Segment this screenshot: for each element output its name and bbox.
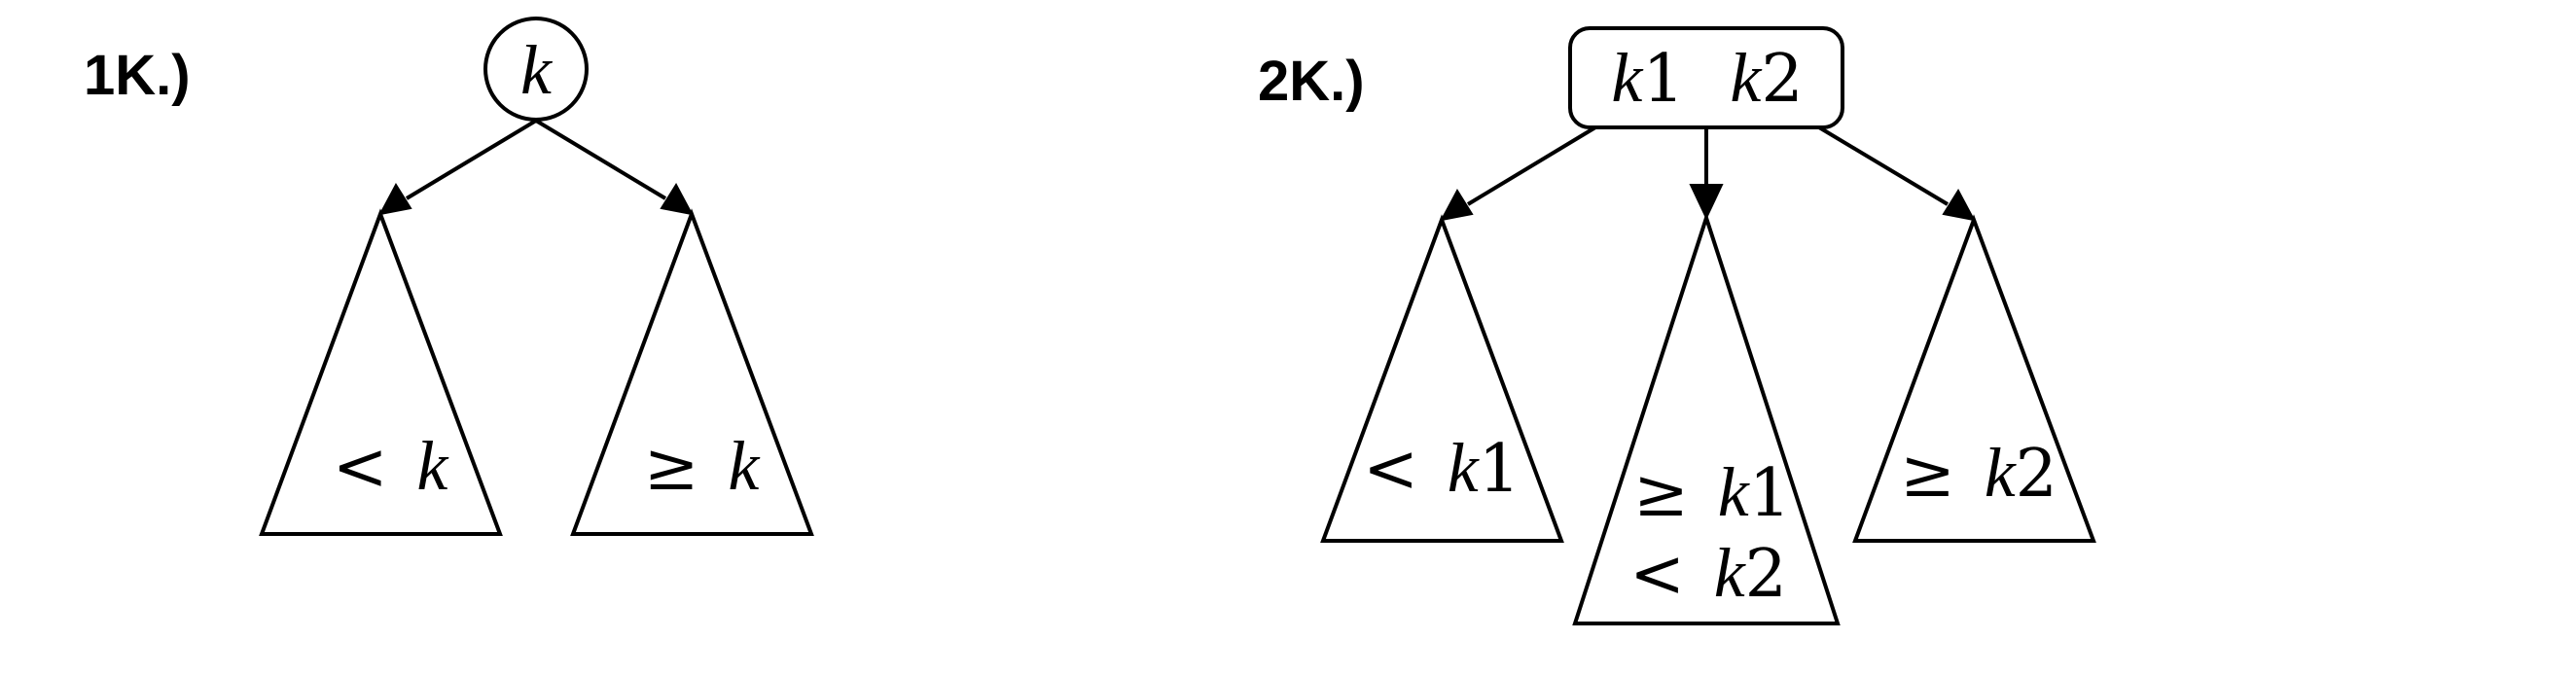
right-subtree-op: ≥ <box>644 429 699 506</box>
arrowhead-2k-middle <box>1689 184 1724 221</box>
middle-op2: < <box>1629 536 1685 613</box>
right-2k-var: k <box>1985 434 2018 512</box>
middle-var2: k <box>1714 534 1747 612</box>
left-subtree-triangle <box>259 208 503 536</box>
ternary-node-key2: k2 <box>1730 39 1803 118</box>
left-2k-var: k <box>1448 429 1481 507</box>
arrowhead-2k-left <box>1440 189 1474 222</box>
panel-1k-label: 1K.) <box>84 44 191 107</box>
middle-subtree-label-line1: ≥ k1 <box>1633 453 1791 532</box>
left-2k-idx: 1 <box>1479 431 1521 508</box>
left-subtree-2k-triangle <box>1320 214 1564 543</box>
right-subtree-2k-triangle <box>1852 214 2096 543</box>
key2-var: k <box>1730 39 1763 117</box>
right-2k-idx: 2 <box>2016 436 2057 513</box>
edge-left <box>405 119 538 200</box>
middle-subtree-triangle <box>1572 211 1841 625</box>
left-subtree-var: k <box>416 427 449 505</box>
middle-subtree-label-line2: < k2 <box>1629 534 1787 613</box>
edge-right <box>534 119 667 200</box>
left-subtree-label: < k <box>333 427 450 506</box>
right-subtree-triangle <box>570 208 814 536</box>
arrowhead-left <box>378 183 412 216</box>
edge-2k-left <box>1466 125 1597 206</box>
arrowhead-2k-right <box>1942 189 1976 222</box>
left-2k-op: < <box>1363 431 1418 508</box>
right-subtree-2k-label: ≥ k2 <box>1900 434 2057 513</box>
right-subtree-var: k <box>728 427 761 505</box>
panel-1k: 1K.) k < k ≥ k <box>84 17 814 536</box>
key1-var: k <box>1611 39 1644 117</box>
right-subtree-label: ≥ k <box>644 427 762 506</box>
key2-idx: 2 <box>1761 41 1803 118</box>
left-subtree-2k-label: < k1 <box>1363 429 1521 508</box>
right-2k-op: ≥ <box>1900 436 1955 513</box>
panel-2k-label: 2K.) <box>1258 50 1365 113</box>
arrowhead-right <box>660 183 694 216</box>
middle-idx2: 2 <box>1745 536 1787 613</box>
middle-idx1: 1 <box>1749 455 1791 532</box>
key1-idx: 1 <box>1642 41 1684 118</box>
middle-op1: ≥ <box>1633 455 1689 532</box>
binary-node-key: k <box>520 31 554 109</box>
panel-2k: 2K.) k1 k2 < k1 ≥ k1 < k2 ≥ k <box>1258 26 2096 625</box>
ternary-node-key1: k1 <box>1611 39 1684 118</box>
edge-2k-right <box>1817 125 1950 206</box>
middle-var1: k <box>1718 453 1751 531</box>
binary-node-circle <box>483 17 589 122</box>
left-subtree-op: < <box>333 429 388 506</box>
